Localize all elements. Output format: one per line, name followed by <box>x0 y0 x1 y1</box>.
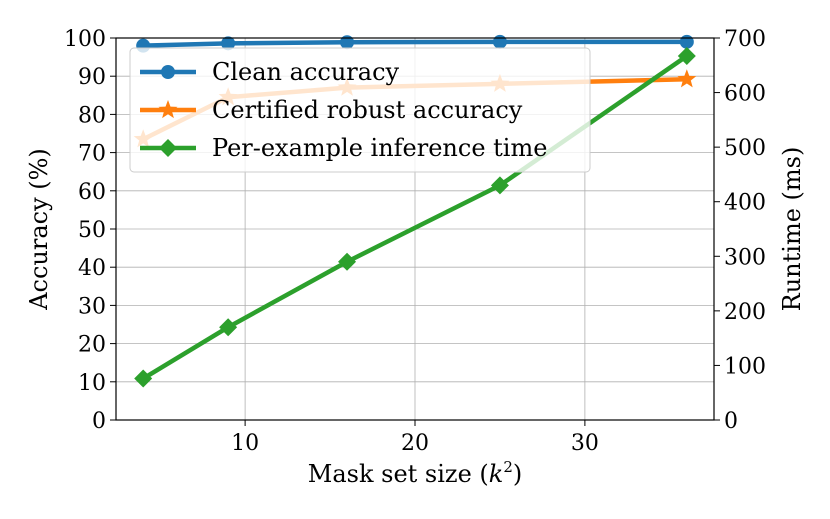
y-tick-label: 80 <box>78 103 106 128</box>
y-tick-label: 40 <box>78 256 106 281</box>
data-point <box>340 35 355 50</box>
legend-label: Certified robust accuracy <box>212 96 523 124</box>
x-axis-title-superscript: 2 <box>503 458 513 476</box>
data-point <box>134 369 153 388</box>
data-point <box>490 176 509 195</box>
ticks: 0 10 20 30 40 50 60 70 80 90 100 0 100 200 300 400 500 60… <box>64 27 766 456</box>
data-point <box>221 36 236 51</box>
legend-marker <box>161 65 175 79</box>
y-tick-label: 30 <box>78 294 106 319</box>
data-point <box>338 252 357 271</box>
y-tick-label: 60 <box>78 180 106 205</box>
y-tick-label: 50 <box>78 218 106 243</box>
y-tick-label: 10 <box>78 371 106 396</box>
legend-marker <box>159 139 177 157</box>
y-axis-title: Accuracy (%) <box>25 148 53 311</box>
data-point <box>492 34 507 49</box>
data-point <box>677 69 697 88</box>
data-point <box>677 47 696 66</box>
y2-tick-label: 600 <box>724 82 766 107</box>
data-point <box>679 34 694 49</box>
y-tick-label: 70 <box>78 142 106 167</box>
y2-tick-label: 200 <box>724 300 766 325</box>
y-tick-label: 90 <box>78 65 106 90</box>
y2-tick-label: 300 <box>724 245 766 270</box>
x-tick-label: 10 <box>231 431 259 456</box>
y2-tick-label: 700 <box>724 27 766 52</box>
legend-box <box>129 47 591 173</box>
data-point <box>219 318 238 337</box>
y2-tick-label: 400 <box>724 191 766 216</box>
legend-marker <box>158 100 178 119</box>
y-tick-label: 100 <box>64 27 106 52</box>
y2-tick-label: 500 <box>724 136 766 161</box>
y2-tick-label: 100 <box>724 354 766 379</box>
x-axis-title-variable: k <box>489 460 504 488</box>
x-axis-title-main: Mask set size ( <box>308 460 489 488</box>
x-axis-title: Mask set size (k2) <box>308 458 522 488</box>
y-tick-label: 20 <box>78 333 106 358</box>
legend-label: Clean accuracy <box>212 58 400 86</box>
x-tick-label: 30 <box>571 431 599 456</box>
legend-label: Per-example inference time <box>212 134 547 162</box>
x-axis-title-end: ) <box>513 460 522 488</box>
y2-axis-title: Runtime (ms) <box>778 147 806 312</box>
y2-tick-label: 0 <box>724 409 738 434</box>
x-tick-label: 20 <box>401 431 429 456</box>
y-tick-label: 0 <box>92 409 106 434</box>
